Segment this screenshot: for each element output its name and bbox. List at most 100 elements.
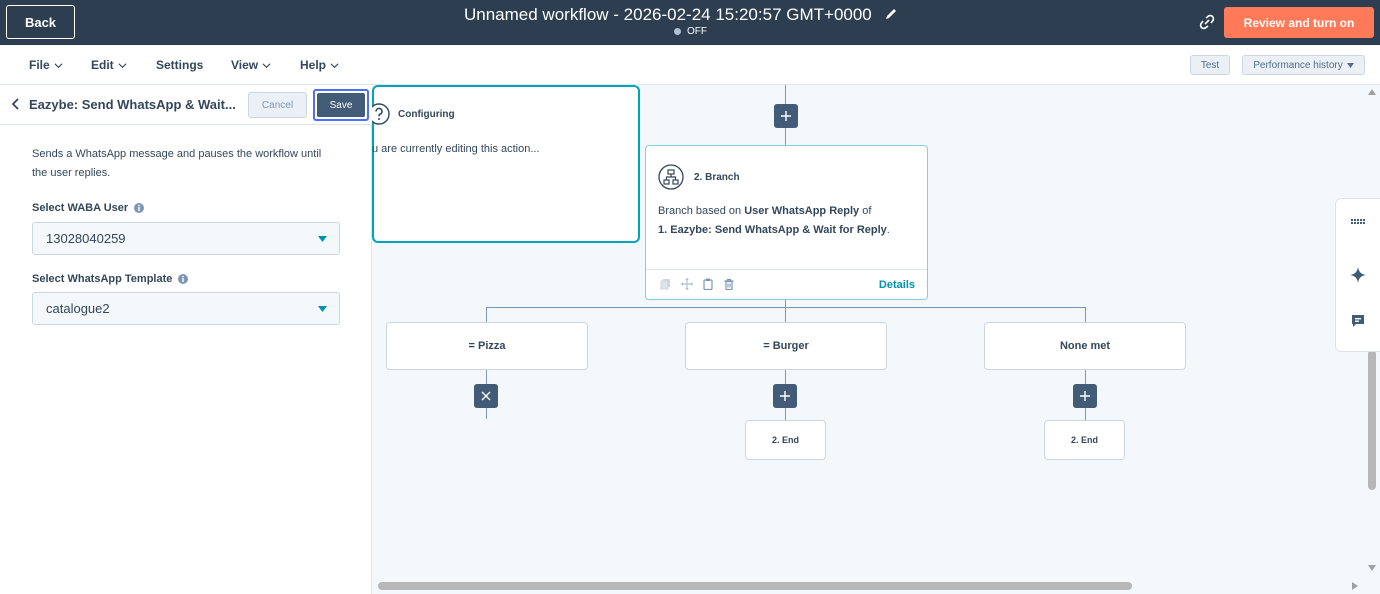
workflow-canvas[interactable]: 2. Branch Branch based on User WhatsApp … <box>372 85 1364 594</box>
configuring-header: Configuring <box>372 103 455 125</box>
chevron-down-icon <box>330 62 339 68</box>
horizontal-scroll-thumb[interactable] <box>378 582 1132 590</box>
scroll-up-arrow[interactable] <box>1368 89 1376 95</box>
whatsapp-template-value: catalogue2 <box>46 301 110 316</box>
menu-view-label: View <box>231 58 259 72</box>
info-icon[interactable] <box>134 203 145 213</box>
plus-icon <box>1080 391 1090 401</box>
sparkle-icon[interactable] <box>1350 267 1366 283</box>
panel-title: Eazybe: Send WhatsApp & Wait... <box>29 97 236 112</box>
connector <box>486 307 487 322</box>
pencil-icon[interactable] <box>884 7 898 21</box>
caret-down-icon <box>318 236 327 242</box>
branch-description: Branch based on User WhatsApp Reply of 1… <box>658 202 920 240</box>
plus-icon <box>781 111 791 121</box>
add-action-button[interactable] <box>774 104 798 128</box>
waba-user-select[interactable]: 13028040259 <box>32 222 340 255</box>
branch-condition-pizza[interactable]: = Pizza <box>386 322 588 370</box>
menu-file-label: File <box>29 58 50 72</box>
move-icon[interactable] <box>681 278 693 290</box>
keyboard-icon[interactable] <box>1350 213 1366 229</box>
connector <box>785 85 786 104</box>
caret-down-icon <box>1346 62 1354 68</box>
waba-user-label: Select WABA User <box>32 202 145 214</box>
test-button[interactable]: Test <box>1190 55 1230 75</box>
connector <box>785 307 786 322</box>
action-edit-panel: Eazybe: Send WhatsApp & Wait... Cancel S… <box>0 85 372 594</box>
connector <box>486 408 487 419</box>
review-and-turn-on-button[interactable]: Review and turn on <box>1224 7 1374 38</box>
link-icon[interactable] <box>1199 14 1215 30</box>
branch-condition-burger[interactable]: = Burger <box>685 322 887 370</box>
save-button[interactable]: Save <box>313 89 369 121</box>
chevron-down-icon <box>118 62 127 68</box>
scroll-down-arrow[interactable] <box>1368 565 1376 571</box>
trash-icon[interactable] <box>723 278 735 290</box>
menu-settings-label: Settings <box>156 58 204 72</box>
connector <box>785 408 786 420</box>
branch-icon <box>658 164 684 190</box>
configuring-card[interactable]: Configuring u are currently editing this… <box>372 85 640 243</box>
back-button[interactable]: Back <box>6 5 75 39</box>
connector <box>1085 408 1086 420</box>
performance-history-label: Performance history <box>1253 59 1343 71</box>
menu-file[interactable]: File <box>29 58 63 72</box>
menu-view[interactable]: View <box>231 58 271 72</box>
branch-desc-mid: of <box>859 205 872 217</box>
waba-user-label-text: Select WABA User <box>32 202 129 214</box>
menu-settings[interactable]: Settings <box>156 58 203 72</box>
side-tools-panel <box>1335 198 1380 352</box>
scroll-right-arrow[interactable] <box>1352 582 1358 590</box>
branch-title: 2. Branch <box>694 171 740 183</box>
connector <box>486 370 487 384</box>
horizontal-scrollbar[interactable] <box>372 578 1364 594</box>
branch-desc-property: User WhatsApp Reply <box>744 205 860 217</box>
status-label: OFF <box>687 26 707 37</box>
branch-card[interactable]: 2. Branch Branch based on User WhatsApp … <box>645 145 928 300</box>
chevron-down-icon <box>262 62 271 68</box>
whatsapp-template-label-text: Select WhatsApp Template <box>32 273 173 285</box>
menu-bar: File Edit Settings View Help Test Perfor… <box>0 45 1380 85</box>
add-action-button[interactable] <box>1073 384 1097 408</box>
waba-user-value: 13028040259 <box>46 231 126 246</box>
status-dot <box>674 28 681 35</box>
menu-edit[interactable]: Edit <box>91 58 127 72</box>
branch-split-line <box>486 307 1086 308</box>
copy-icon[interactable] <box>660 278 672 290</box>
chevron-down-icon <box>54 62 63 68</box>
menu-edit-label: Edit <box>91 58 114 72</box>
caret-down-icon <box>318 306 327 312</box>
details-link[interactable]: Details <box>878 279 915 291</box>
branch-desc-action: 1. Eazybe: Send WhatsApp & Wait for Repl… <box>658 224 887 236</box>
configuring-message: u are currently editing this action... <box>372 143 540 155</box>
clipboard-icon[interactable] <box>702 278 714 290</box>
whatsapp-template-label: Select WhatsApp Template <box>32 273 189 285</box>
workflow-title[interactable]: Unnamed workflow - 2026-02-24 15:20:57 G… <box>464 5 872 24</box>
branch-header: 2. Branch <box>658 164 740 190</box>
branch-desc-prefix: Branch based on <box>658 205 745 217</box>
comment-icon[interactable] <box>1350 313 1366 329</box>
end-node[interactable]: 2. End <box>745 420 826 460</box>
vertical-scroll-thumb[interactable] <box>1368 350 1376 490</box>
branch-condition-none-met[interactable]: None met <box>984 322 1186 370</box>
branch-footer: Details <box>646 269 927 299</box>
chevron-left-icon[interactable] <box>10 98 22 110</box>
configuring-title: Configuring <box>398 108 455 120</box>
performance-history-button[interactable]: Performance history <box>1242 55 1365 75</box>
end-node[interactable]: 2. End <box>1044 420 1125 460</box>
cancel-button[interactable]: Cancel <box>248 92 307 118</box>
plus-icon <box>780 391 790 401</box>
whatsapp-template-select[interactable]: catalogue2 <box>32 292 340 325</box>
connector <box>785 370 786 384</box>
connector <box>785 128 786 145</box>
panel-header: Eazybe: Send WhatsApp & Wait... Cancel S… <box>0 85 372 125</box>
question-icon <box>372 103 390 125</box>
workflow-status: OFF <box>674 26 707 37</box>
connector <box>1085 307 1086 322</box>
remove-action-button[interactable] <box>474 384 498 408</box>
add-action-button[interactable] <box>773 384 797 408</box>
info-icon[interactable] <box>178 274 189 284</box>
connector <box>785 300 786 307</box>
menu-help[interactable]: Help <box>300 58 339 72</box>
save-button-label: Save <box>317 93 365 117</box>
